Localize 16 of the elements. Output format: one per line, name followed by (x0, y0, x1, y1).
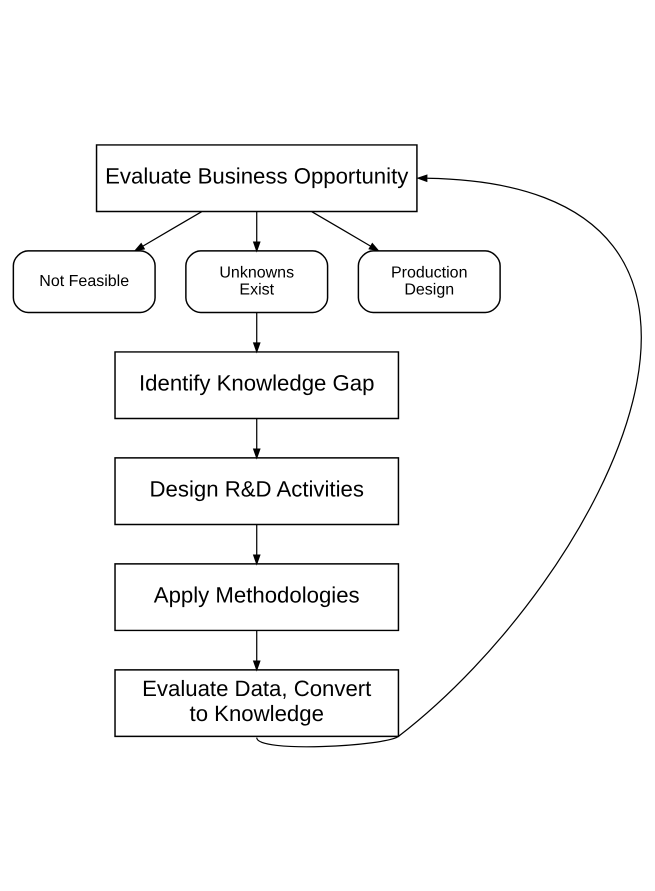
node-box: Not Feasible (12, 250, 156, 313)
arrow (252, 211, 261, 252)
node-box: Identify Knowledge Gap (114, 350, 400, 419)
arrow (252, 524, 261, 566)
arrow (311, 210, 380, 252)
arrow (252, 312, 261, 353)
node-box: Design R&D Activities (114, 456, 400, 525)
arrow (256, 174, 642, 747)
arrow (252, 630, 261, 672)
arrow (134, 210, 202, 252)
node-box: Evaluate Business Opportunity (96, 144, 418, 212)
arrow (252, 418, 261, 460)
node-box: Production Design (358, 250, 501, 313)
node-box: Apply Methodologies (114, 562, 400, 631)
node-box: Unknowns Exist (185, 250, 328, 313)
node-box: Evaluate Data, Convert to Knowledge (114, 668, 400, 737)
